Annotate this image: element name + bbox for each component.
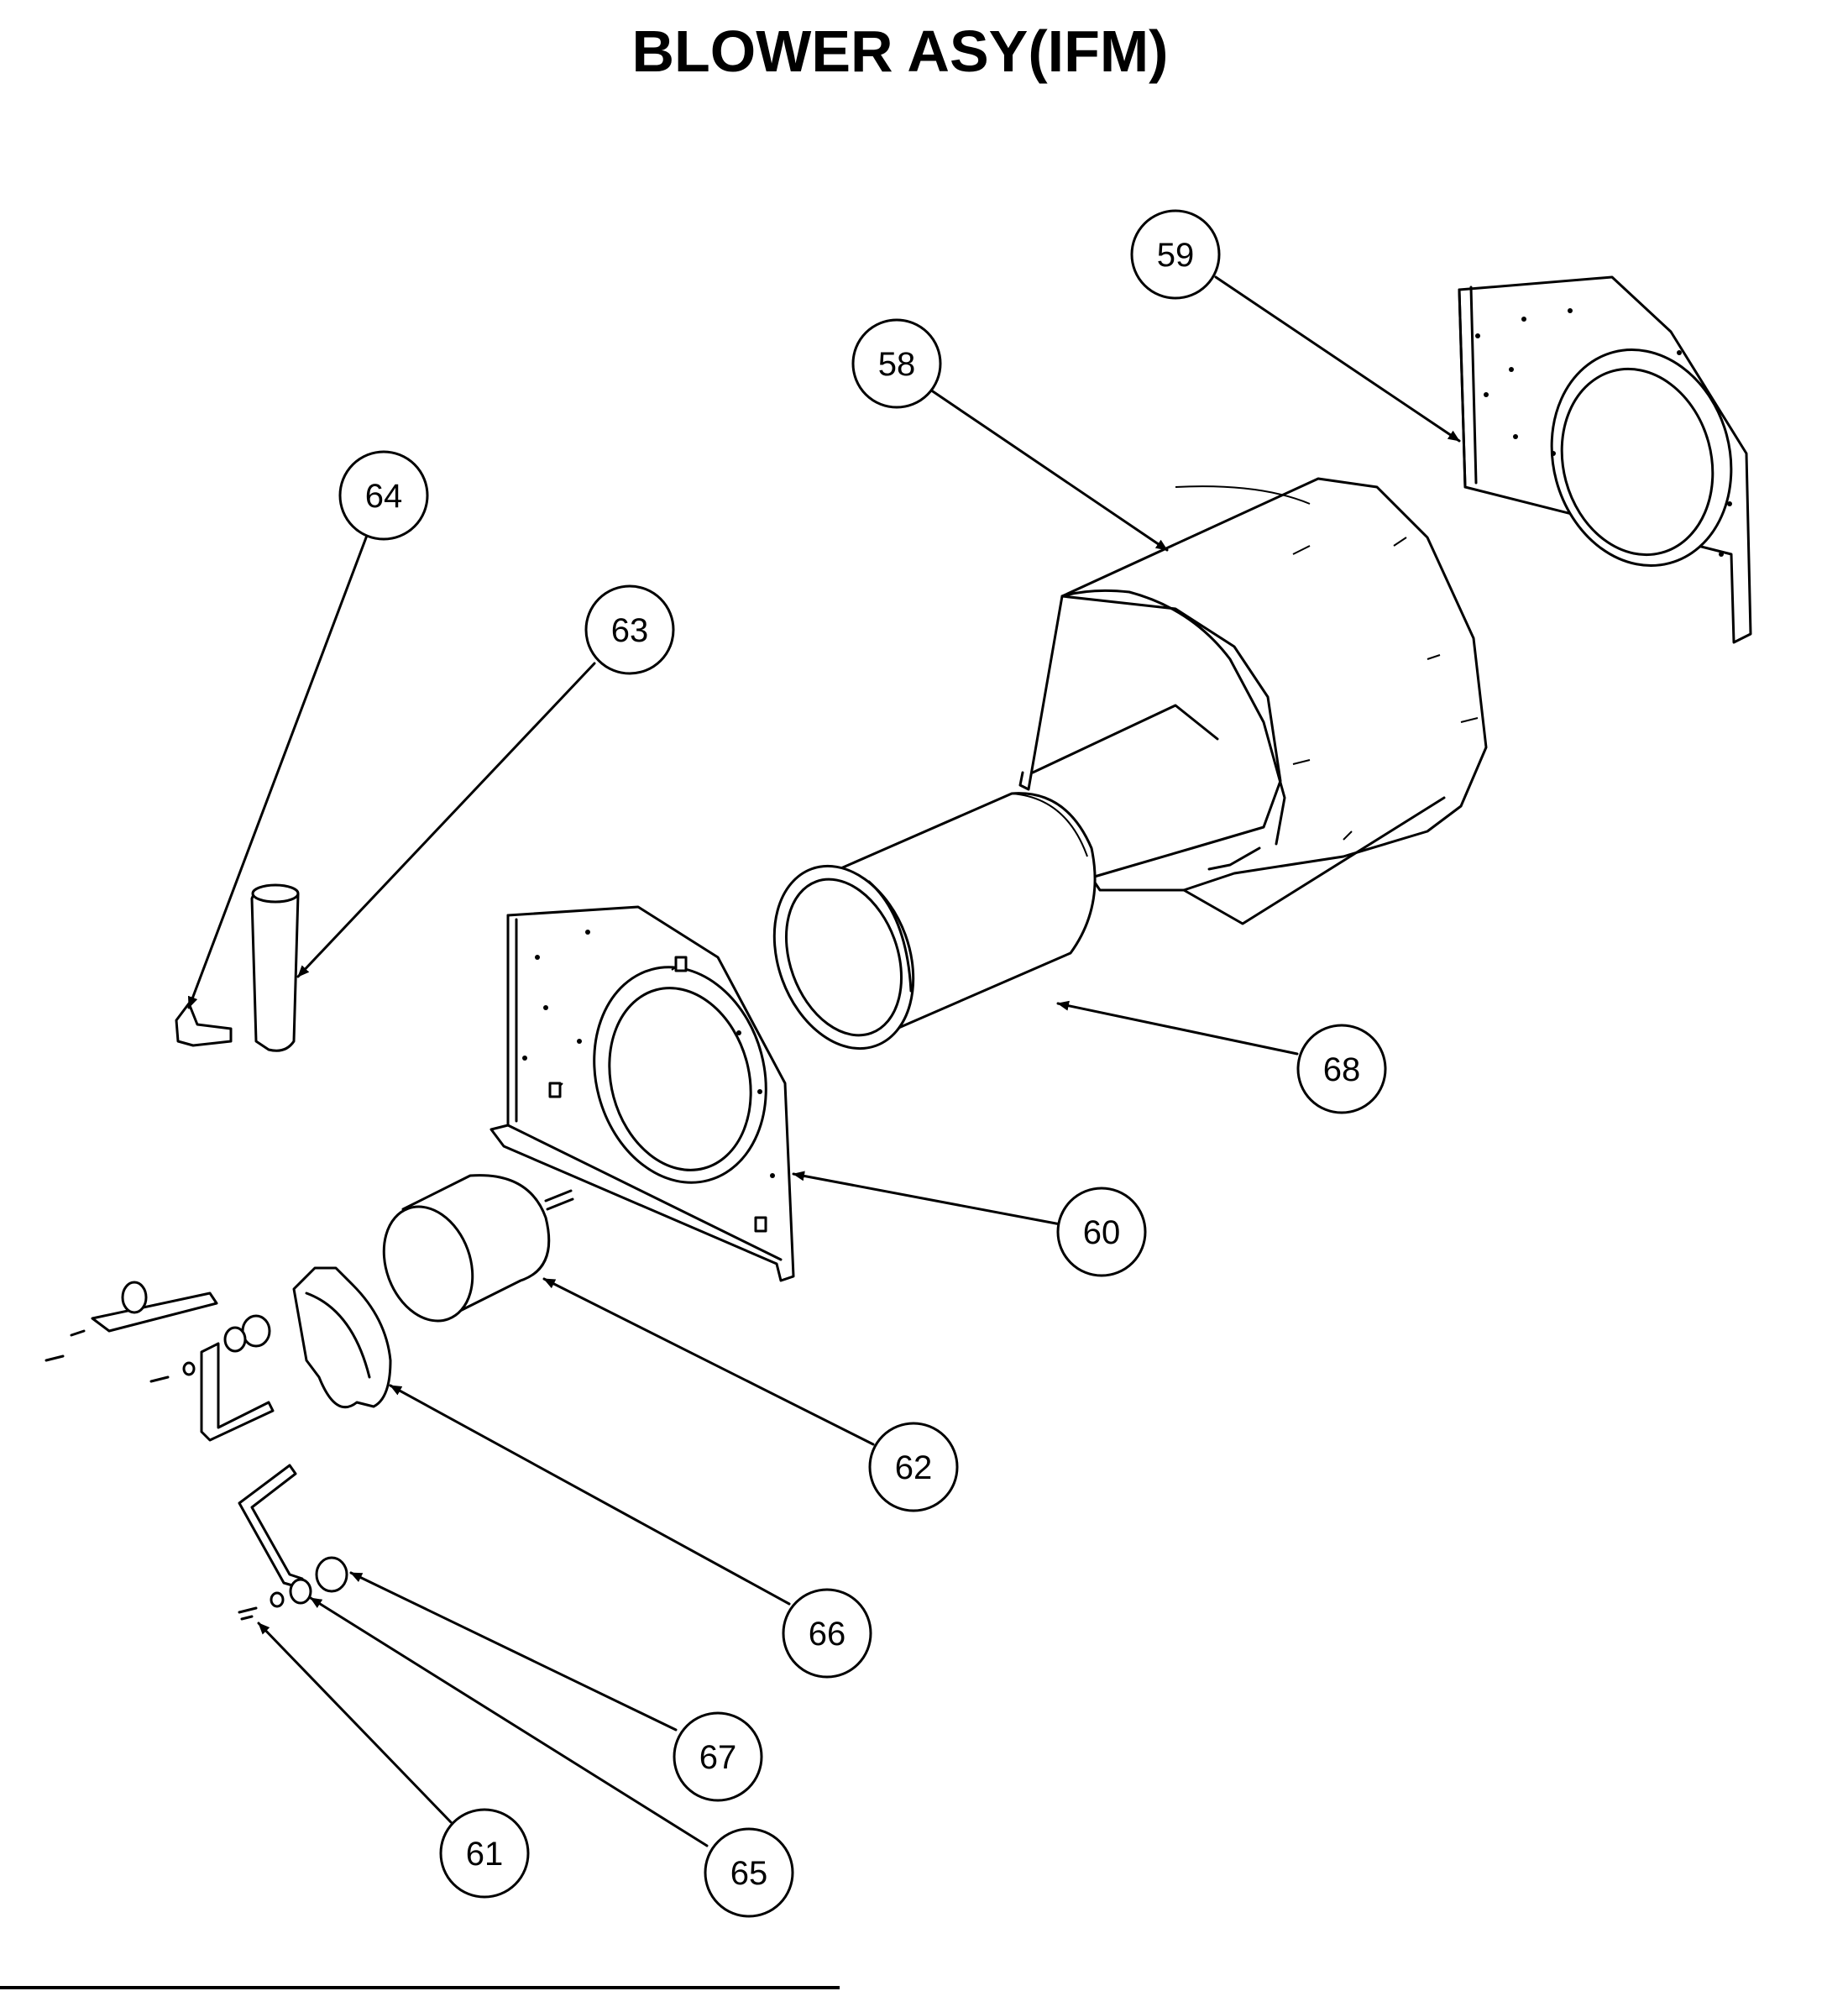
part-68-blower-wheel [772,792,1097,1051]
callout-59-label: 59 [1157,237,1195,274]
callout-60-label: 60 [1083,1214,1121,1251]
callout-60: 60 [1056,1187,1147,1277]
callout-64-label: 64 [365,478,403,515]
callout-59: 59 [1130,209,1221,300]
callout-65-label: 65 [730,1855,768,1892]
part-58-scroll-housing [1018,477,1488,925]
callout-62: 62 [868,1422,959,1512]
callout-66-label: 66 [809,1616,846,1653]
part-67-grommet [315,1556,348,1593]
callout-61-label: 61 [466,1836,504,1873]
callout-65: 65 [704,1827,794,1918]
part-61-screw [238,1606,258,1621]
callout-58: 58 [851,318,942,409]
callout-67-label: 67 [699,1739,737,1776]
part-64-capacitor-bracket [175,1002,233,1047]
callout-58-label: 58 [878,346,916,383]
callout-61: 61 [439,1808,530,1899]
motor-mount-arms [44,1281,275,1442]
part-62-motor [382,1174,574,1323]
callout-63: 63 [584,584,675,675]
part-63-capacitor [250,883,300,1052]
callout-68-label: 68 [1323,1051,1361,1088]
callout-67: 67 [673,1711,763,1802]
callout-68: 68 [1296,1024,1387,1114]
diagram-title: BLOWER ASY(IFM) [632,18,1169,84]
part-66-motor-mount-ring [292,1266,392,1409]
lower-mount-arm [238,1464,348,1621]
part-60-front-side-panel [489,905,795,1282]
callout-62-label: 62 [895,1449,933,1486]
callout-63-label: 63 [611,612,649,649]
leader-lines [187,275,1461,1847]
callout-64: 64 [338,450,429,541]
part-65-washer [289,1578,312,1605]
part-59-rear-side-panel [1458,275,1752,644]
callout-66: 66 [782,1588,872,1679]
